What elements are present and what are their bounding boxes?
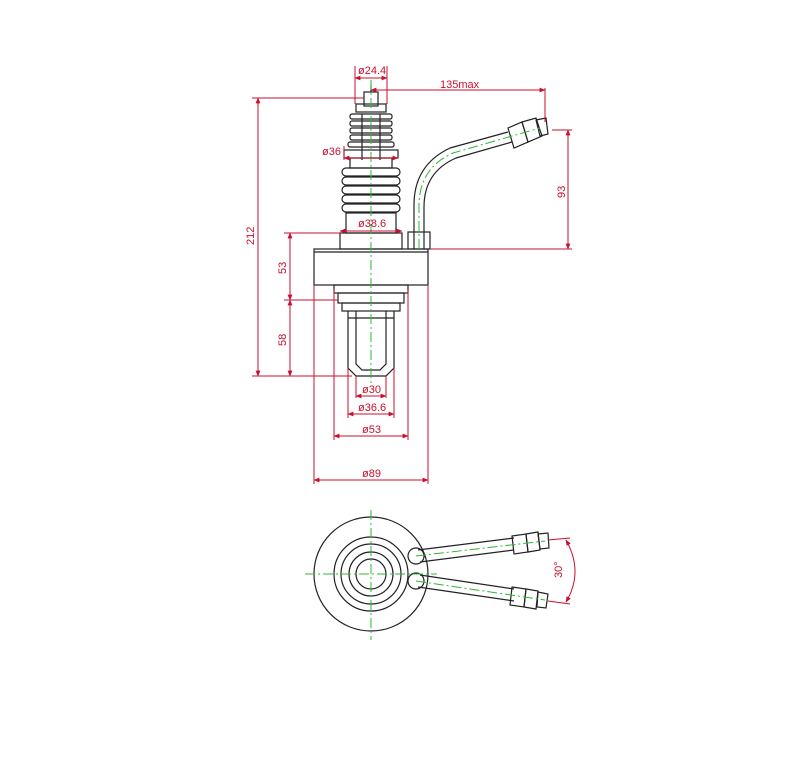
pipe-port-lower [407, 572, 425, 590]
gas-pipe-lower [417, 574, 549, 610]
angle-dimension [547, 537, 576, 605]
pipe-port-upper [407, 547, 425, 565]
dim-angle-30: 30° [553, 561, 565, 578]
dim-diameter-53: ø53 [362, 424, 381, 436]
dim-height-58: 58 [277, 334, 289, 346]
centerlines-top [305, 510, 546, 640]
dim-height-212: 212 [245, 227, 257, 245]
dim-diameter-24-4: ø24.4 [358, 65, 386, 77]
gas-pipe-upper [417, 531, 550, 563]
dim-height-53: 53 [277, 262, 289, 274]
dimensions-front [252, 66, 572, 484]
dim-diameter-36-6: ø36.6 [358, 402, 386, 414]
dim-length-135max: 135max [440, 79, 480, 91]
pipe-fitting-front [507, 117, 549, 149]
dim-diameter-30: ø30 [362, 384, 381, 396]
gas-pipe-front [407, 117, 549, 250]
dim-diameter-38-6: ø38.6 [358, 218, 386, 230]
dim-diameter-89: ø89 [362, 468, 381, 480]
dim-diameter-36: ø36 [322, 146, 341, 158]
dim-height-93: 93 [556, 186, 568, 198]
